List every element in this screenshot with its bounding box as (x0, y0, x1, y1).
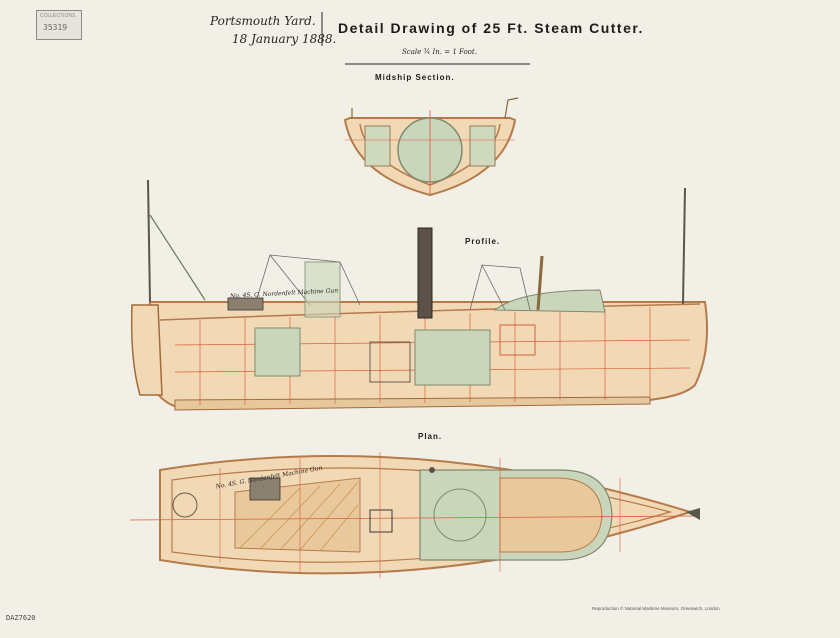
profile-drawing (130, 179, 709, 411)
label-plan: Plan. (418, 432, 443, 441)
label-profile: Profile. (465, 237, 501, 246)
reproduction-credit: Reproduction © National Maritime Museum,… (592, 606, 720, 611)
label-midship-section: Midship Section. (375, 73, 455, 82)
collection-stamp: COLLECTIONS 35319 (36, 10, 82, 40)
drawing-date: 18 January 1888. (232, 32, 337, 46)
catalogue-number: DAZ7620 (6, 614, 36, 622)
yard-name: Portsmouth Yard. (210, 14, 316, 28)
stamp-number: 35319 (43, 23, 68, 32)
plan-drawing (129, 452, 701, 578)
stamp-heading: COLLECTIONS (40, 13, 76, 19)
drawing-scale: Scale ¾ In. = 1 Foot. (402, 48, 477, 56)
midship-section-drawing (343, 97, 519, 197)
drawing-title: Detail Drawing of 25 Ft. Steam Cutter. (338, 20, 644, 36)
